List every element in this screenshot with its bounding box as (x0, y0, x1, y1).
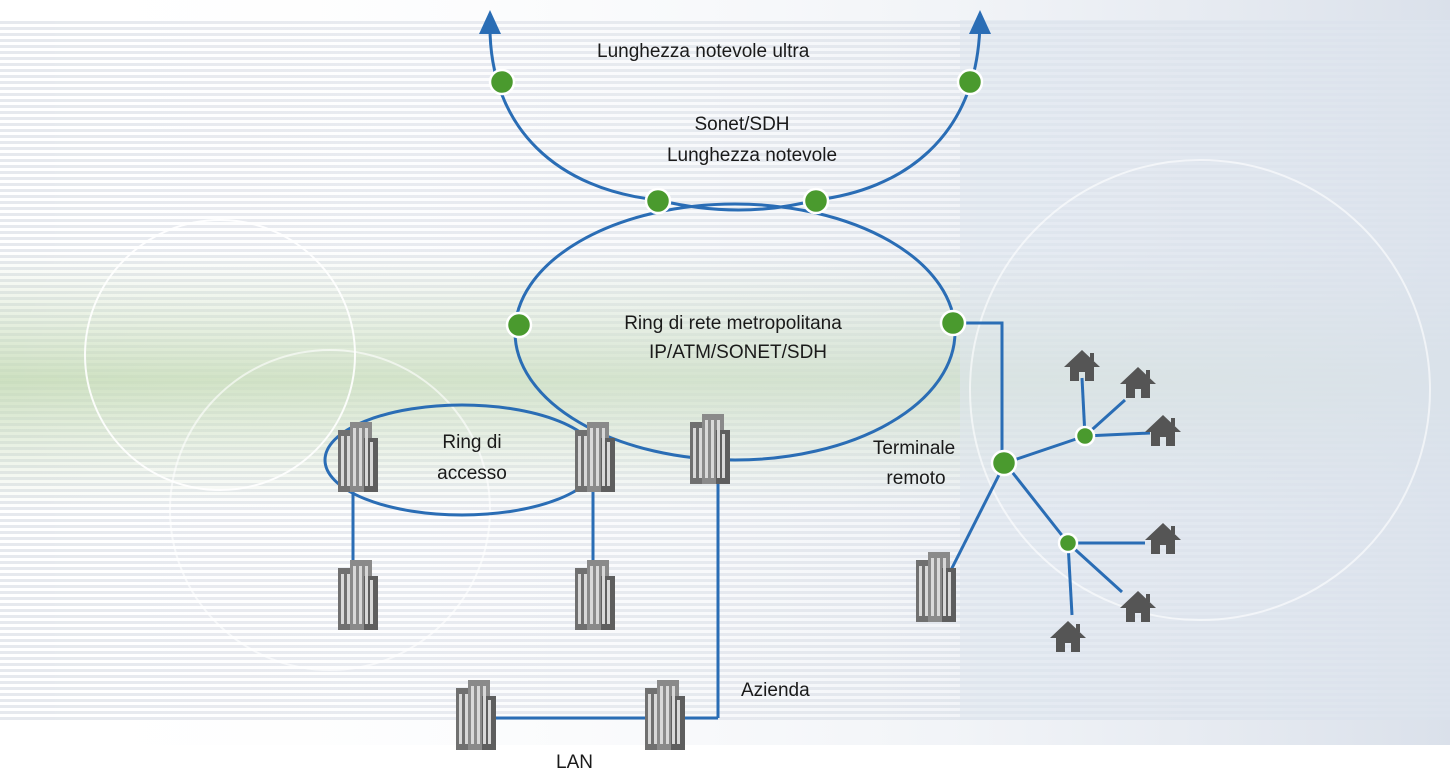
remote-terminal-link (955, 321, 1004, 463)
house-link-3 (1084, 431, 1151, 438)
remote-terminal-label-line2: remoto (886, 468, 946, 489)
metro-ring-label-line2: IP/ATM/SONET/SDH (648, 342, 828, 363)
remote-terminal-label-line1: Terminale (872, 438, 956, 459)
network-nodes (488, 68, 1096, 554)
office-building-icon (916, 552, 956, 622)
house-link-6 (1066, 542, 1074, 616)
node (488, 68, 516, 96)
enterprise-label: Azienda (741, 680, 810, 701)
office-building-icon (645, 680, 685, 750)
branch-lower (1003, 462, 1070, 544)
arrow-up-icon (479, 10, 501, 34)
office-building-icon (690, 414, 730, 484)
sonet-sdh-label: Sonet/SDH (694, 114, 790, 135)
house-link-5 (1066, 541, 1124, 594)
node (1074, 425, 1096, 447)
lan-label: LAN (556, 752, 593, 773)
branch-upper (1004, 434, 1086, 465)
node (939, 309, 967, 337)
access-ring-label-line1: Ring di (442, 432, 502, 453)
office-building-icon (338, 422, 378, 492)
office-building-icon (456, 680, 496, 750)
arrow-up-icon (969, 10, 991, 34)
office-building-icon (575, 560, 615, 630)
ultra-long-haul-label: Lunghezza notevole ultra (597, 41, 810, 62)
node (1057, 532, 1079, 554)
node (956, 68, 984, 96)
office-building-icon (338, 560, 378, 630)
remote-building-link (948, 462, 1007, 573)
node (802, 187, 830, 215)
long-haul-link (488, 21, 982, 212)
node (505, 311, 533, 339)
node (990, 449, 1018, 477)
metro-ring-label-line1: Ring di rete metropolitana (624, 313, 842, 334)
long-haul-label: Lunghezza notevole (666, 145, 838, 166)
node (644, 187, 672, 215)
access-ring-label-line2: accesso (437, 463, 507, 484)
office-building-icon (575, 422, 615, 492)
